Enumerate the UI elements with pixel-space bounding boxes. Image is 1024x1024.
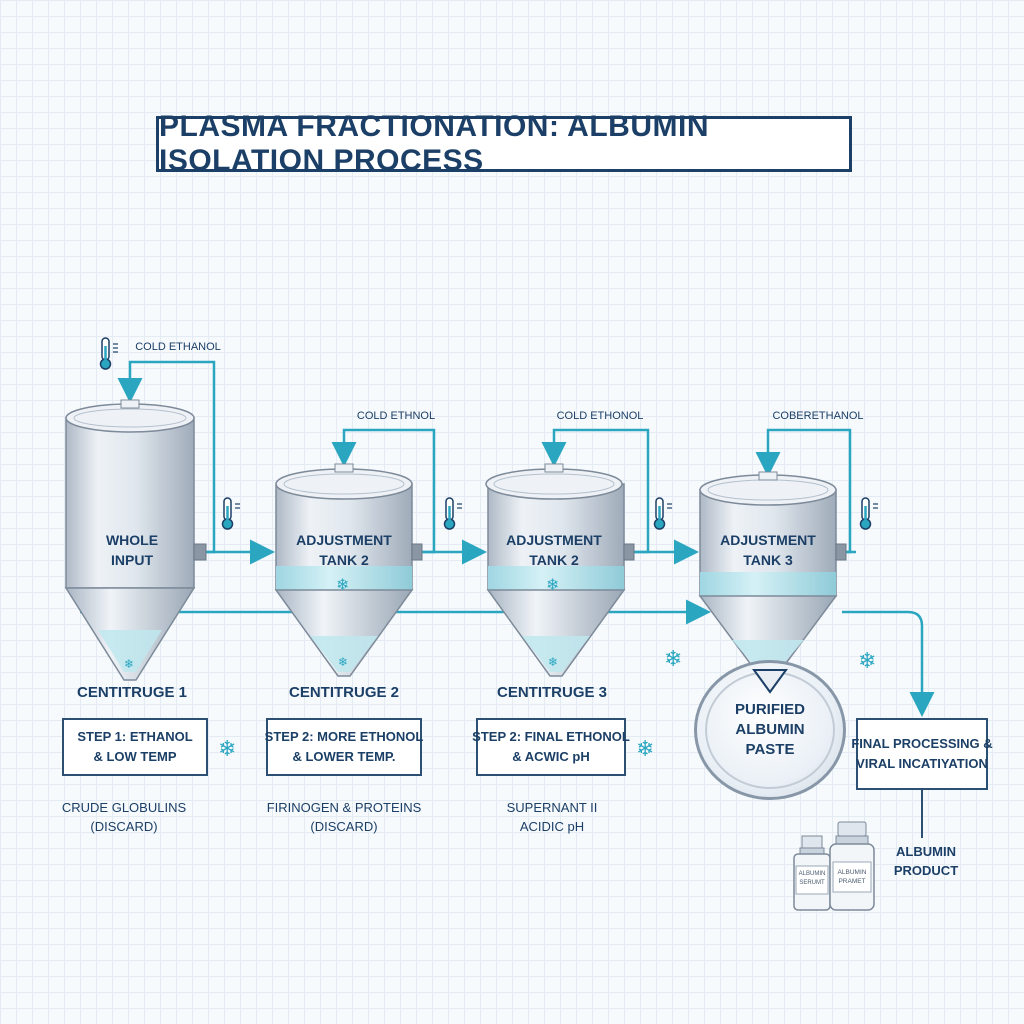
ethanol-feed-3 [541, 428, 650, 554]
snowflake-icon: ❄ [636, 737, 654, 762]
albumin-vial-small [793, 835, 831, 911]
tank-adjustment-2a [274, 463, 423, 677]
tank-whole-input [64, 399, 207, 681]
step-box-2: STEP 2: MORE ETHONOL& LOWER TEMP. [265, 718, 423, 776]
tank-adjustment-2b [485, 463, 635, 677]
ethanol-label-2: COLD ETHNOL [356, 410, 436, 422]
thermometer-icon [653, 497, 672, 530]
snowflake-icon: ❄ [548, 655, 558, 669]
albumin-vial-large [829, 821, 875, 911]
final-processing-box: FINAL PROCESSING &VIRAL INCATIYATION [851, 718, 993, 790]
thermometer-icon [859, 497, 878, 530]
snowflake-icon: ❄ [338, 655, 348, 669]
snowflake-icon: ❄ [124, 657, 134, 671]
thermometer-icon [99, 337, 118, 370]
ethanol-label-4: COBERETHANOL [772, 410, 864, 422]
ethanol-label-1: COLD ETHANOL [135, 341, 221, 353]
centrifuge-label-3: CENTITRUGE 3 [496, 684, 608, 701]
thermometer-icon [443, 497, 462, 530]
snowflake-icon: ❄ [858, 649, 876, 674]
snowflake-icon: ❄ [546, 575, 559, 594]
byproduct-label-1: CRUDE GLOBULINS(DISCARD) [61, 800, 187, 834]
snowflake-icon: ❄ [664, 647, 682, 672]
snowflake-icon: ❄ [336, 575, 349, 594]
ethanol-feed-1 [117, 360, 216, 554]
step-box-1: STEP 1: ETHANOL& LOW TEMP [62, 718, 208, 776]
purified-albumin-paste: PURIFIED ALBUMIN PASTE [694, 660, 846, 800]
snowflake-icon: ❄ [218, 737, 236, 762]
centrifuge-label-2: CENTITRUGE 2 [288, 684, 400, 701]
step-box-3: STEP 2: FINAL ETHONOL& ACWIC pH [472, 718, 630, 776]
byproduct-label-2: FIRINOGEN & PROTEINS(DISCARD) [266, 800, 422, 834]
tank-adjustment-3 [698, 471, 847, 675]
paste-inlet-arrow [752, 669, 788, 694]
thermometer-icon [221, 497, 240, 530]
diagram-title: PLASMA FRACTIONATION: ALBUMIN ISOLATION … [156, 110, 852, 177]
ethanol-feed-2 [331, 428, 436, 554]
centrifuge-label-1: CENTITRUGE 1 [76, 684, 188, 701]
ethanol-label-3: COLD ETHONOL [556, 410, 644, 422]
output-flow-arrow [842, 610, 935, 717]
